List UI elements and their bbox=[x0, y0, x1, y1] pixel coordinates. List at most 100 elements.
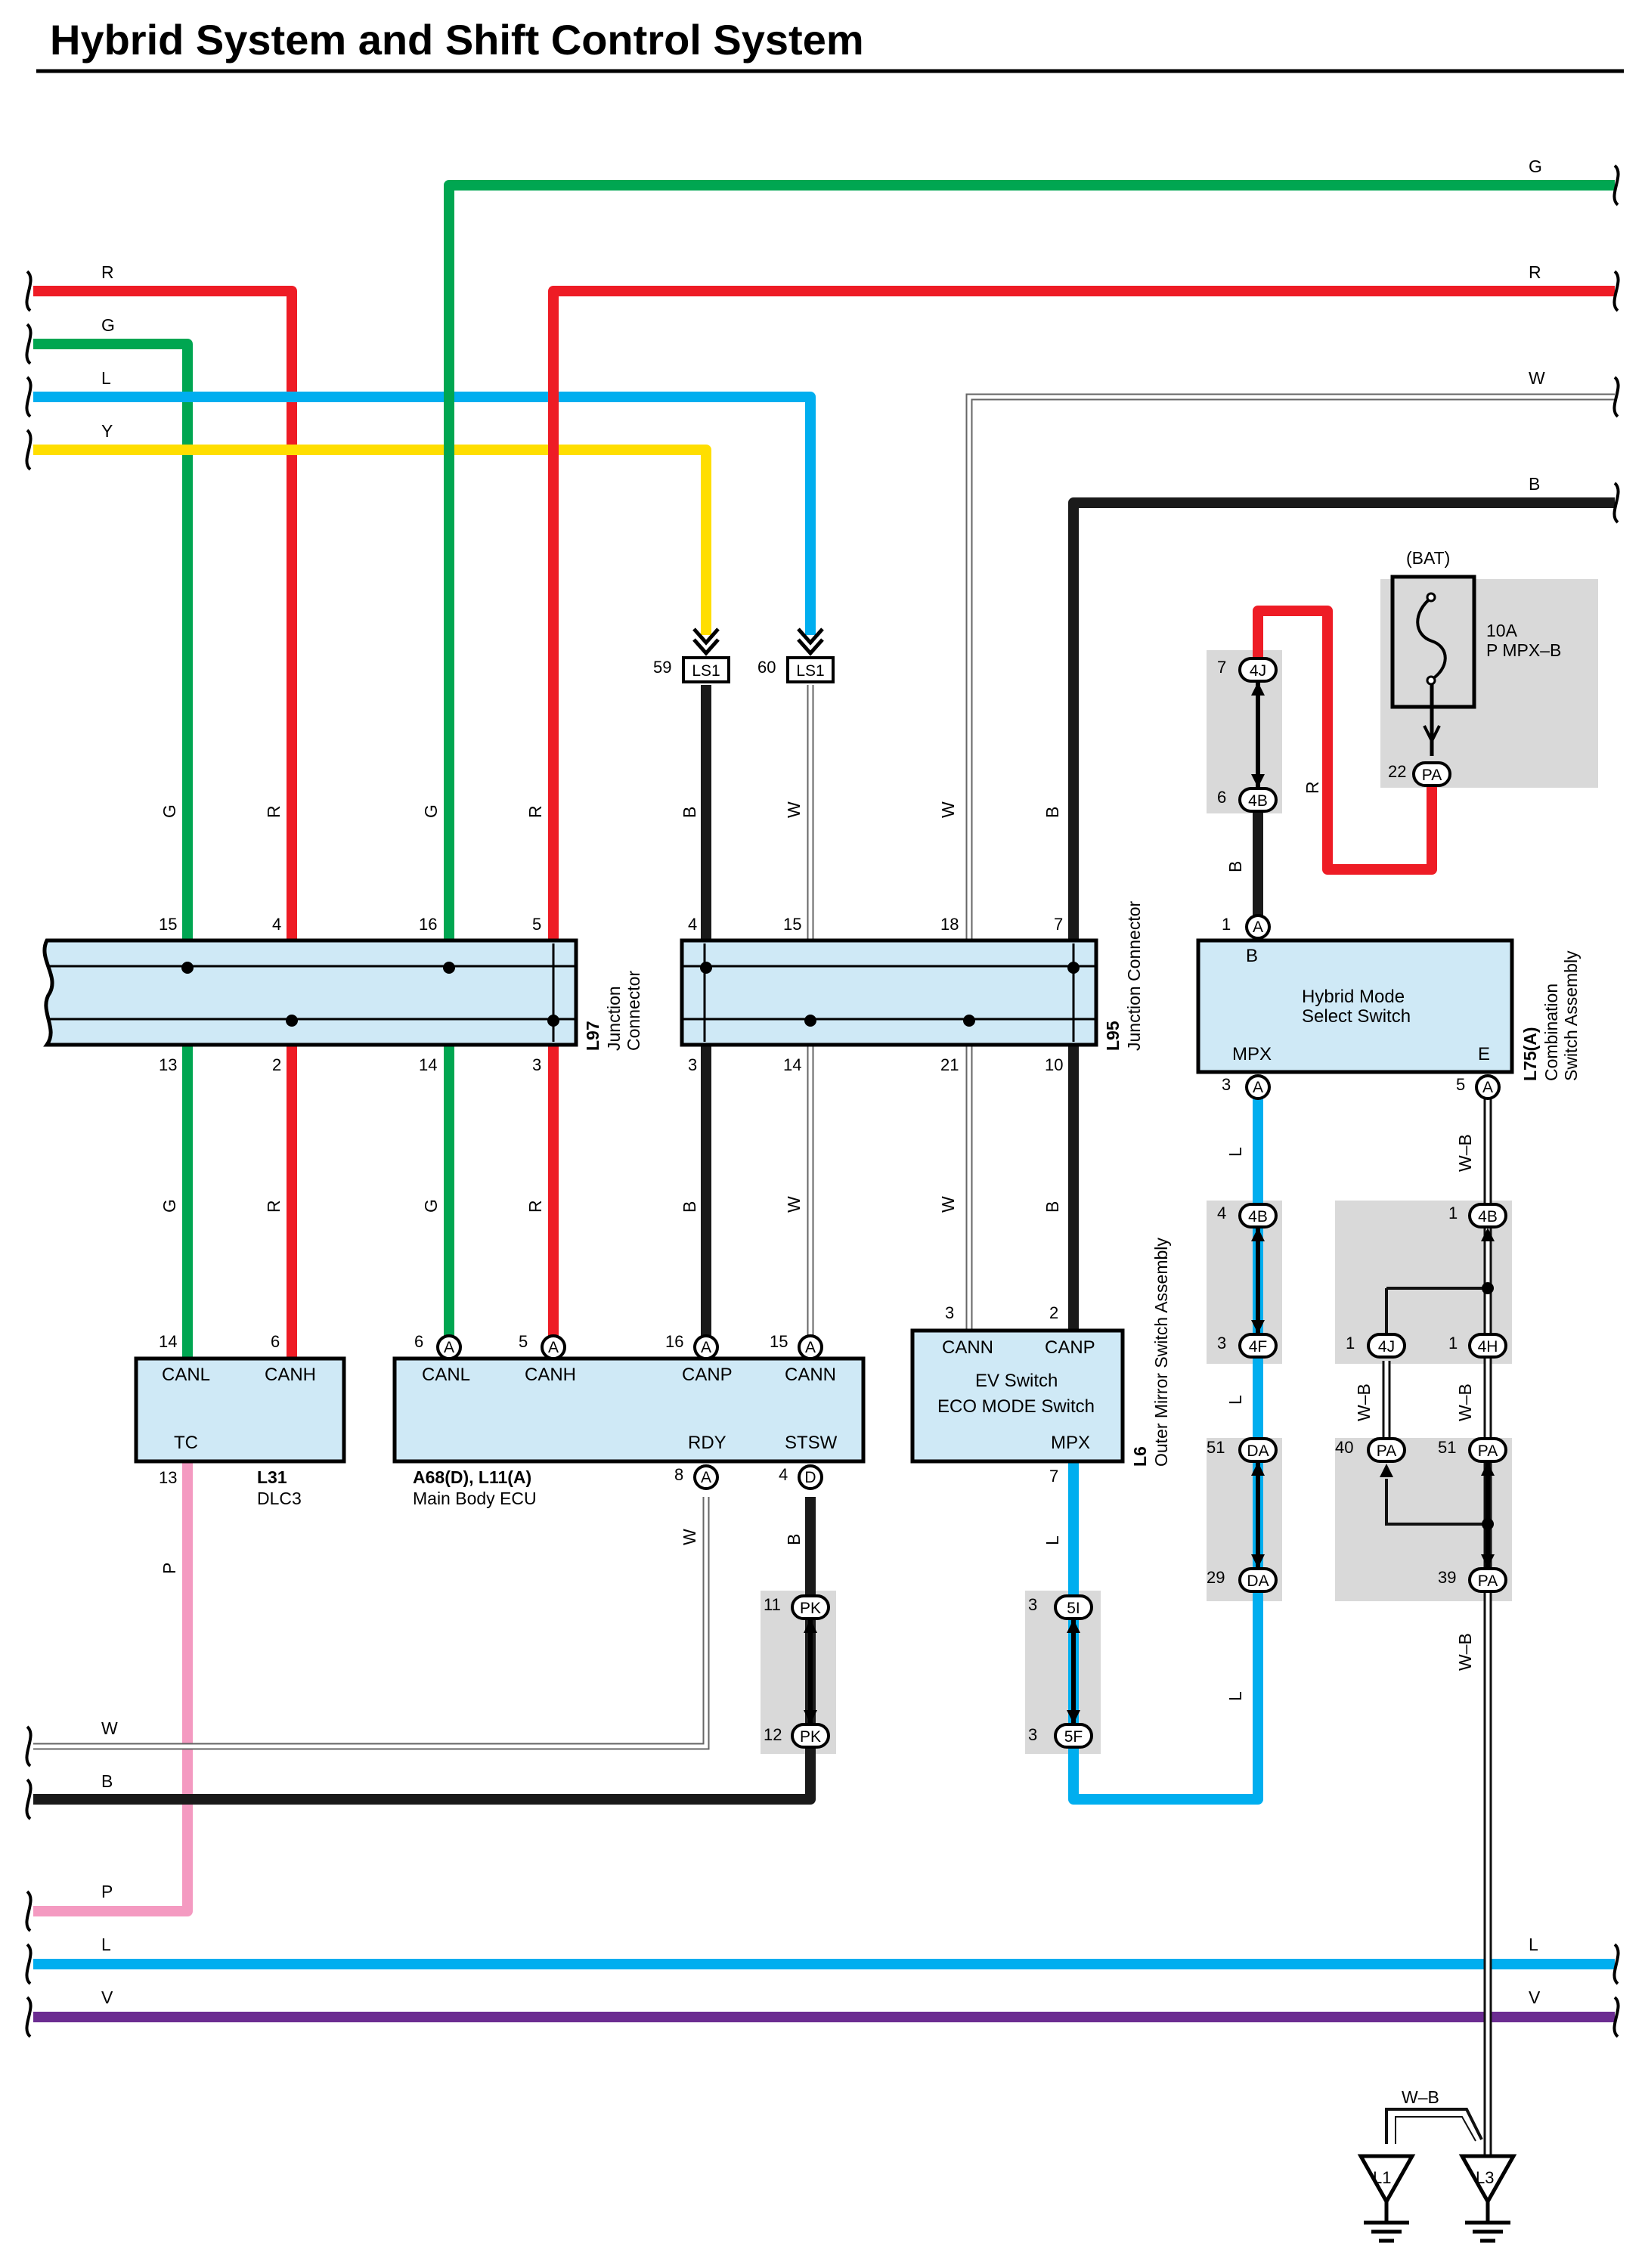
ecu-a-mark-1: A bbox=[436, 1334, 462, 1360]
mark-4b-3-text: 4B bbox=[1478, 1208, 1498, 1225]
hm-a-mark-3-shape bbox=[1475, 1074, 1501, 1100]
ecu-a-mark-5-text: A bbox=[701, 1469, 711, 1486]
wire-break-right bbox=[1612, 270, 1620, 312]
wire-label-ground-wb: W–B bbox=[1402, 2087, 1439, 2107]
wire-label-v-b4: B bbox=[1042, 1201, 1062, 1213]
mark-da-2: DA bbox=[1238, 1567, 1278, 1593]
pin-l97-16: 16 bbox=[419, 915, 437, 934]
pin-ecu-5: 5 bbox=[519, 1332, 528, 1351]
mark-4j-text: 4J bbox=[1250, 662, 1266, 680]
wire-w-rdy-outline bbox=[33, 1497, 710, 1750]
pin-j-51b: 51 bbox=[1438, 1438, 1456, 1457]
ls1-59-mark-text: LS1 bbox=[692, 662, 720, 680]
splice-dot-2 bbox=[443, 962, 455, 974]
mark-4h: 4H bbox=[1468, 1333, 1507, 1359]
wire-y-left-top bbox=[33, 445, 711, 635]
hybrid-code: L75(A) bbox=[1520, 1027, 1540, 1081]
wire-label-left-y: Y bbox=[101, 421, 113, 441]
hm-a-mark-2-text: A bbox=[1253, 1079, 1263, 1096]
wire-label-v-w5: W bbox=[680, 1529, 699, 1545]
l6-code: L6 bbox=[1130, 1446, 1150, 1467]
mark-4b-shape bbox=[1238, 787, 1278, 813]
ecu-a-mark-4-shape bbox=[798, 1334, 823, 1360]
wire-label-v-g3: G bbox=[160, 1199, 179, 1213]
mark-5i-text: 5I bbox=[1067, 1600, 1080, 1617]
wire-label-v-l-mpx: L bbox=[1225, 1147, 1245, 1157]
mark-pa-3-shape bbox=[1468, 1437, 1507, 1463]
wire-r-left-top bbox=[33, 286, 297, 940]
l6-eco-mode-switch: ECO MODE Switch bbox=[937, 1396, 1095, 1417]
mark-pa-3-text: PA bbox=[1478, 1442, 1498, 1460]
pin-ls1-59: 59 bbox=[653, 658, 671, 677]
wire-b-right-top bbox=[1068, 497, 1615, 940]
l6-desc: Outer Mirror Switch Assembly bbox=[1151, 1238, 1171, 1467]
wire-label-v-l-a: L bbox=[1225, 1395, 1245, 1405]
mark-4b-2-shape bbox=[1238, 1203, 1278, 1228]
wire-label-right-l: L bbox=[1529, 1935, 1538, 1954]
pin-ecu-16: 16 bbox=[665, 1332, 683, 1351]
wire-label-v-r2: R bbox=[525, 805, 545, 818]
pin-l95-10: 10 bbox=[1045, 1055, 1063, 1074]
wire-r-right-top bbox=[548, 286, 1615, 940]
wire-label-v-r1: R bbox=[264, 805, 283, 818]
ground-l3-label: L3 bbox=[1476, 2168, 1494, 2187]
l95-desc: Junction Connector bbox=[1124, 900, 1144, 1051]
wire-break-right bbox=[1612, 376, 1620, 418]
fuse-rating: 10A bbox=[1486, 621, 1518, 640]
mark-5f-text: 5F bbox=[1064, 1728, 1083, 1746]
wire-label-left-r: R bbox=[101, 262, 114, 282]
wire-label-right-b: B bbox=[1529, 474, 1540, 494]
wire-label-right-v: V bbox=[1529, 1988, 1541, 2007]
ecu-a-mark-2-text: A bbox=[548, 1339, 559, 1356]
ecu-d-mark-shape bbox=[798, 1464, 823, 1490]
link-4b-4f-arrow-down bbox=[1251, 1320, 1265, 1334]
mark-4b: 4B bbox=[1238, 787, 1278, 813]
link-4b-4f-arrow-up bbox=[1251, 1228, 1265, 1241]
l97-junction-connector bbox=[42, 938, 578, 1047]
link-4j-4b-arrow-up bbox=[1251, 682, 1265, 696]
wire-label-v-wb-e: W–B bbox=[1455, 1134, 1475, 1172]
mark-4h-shape bbox=[1468, 1333, 1507, 1359]
wire-label-v-l5: L bbox=[1042, 1535, 1062, 1545]
mark-pk-2: PK bbox=[791, 1723, 830, 1749]
wire-break-left bbox=[25, 323, 33, 365]
hm-a-mark-3-text: A bbox=[1482, 1079, 1493, 1096]
hm-a-mark-1: A bbox=[1245, 914, 1271, 940]
ls1-59-mark: LS1 bbox=[682, 656, 730, 683]
pin-l95-21: 21 bbox=[940, 1055, 959, 1074]
link-5i-5f-arrow-up bbox=[1067, 1619, 1080, 1633]
l97-code: L97 bbox=[583, 1021, 603, 1051]
pin-j-4: 4 bbox=[1217, 1204, 1226, 1222]
labels: R G L Y W B P L V G R W B L V G R G R B … bbox=[101, 156, 1581, 2187]
wire-label-v-b5: B bbox=[784, 1534, 804, 1545]
ecu-canh-label: CANH bbox=[525, 1365, 576, 1385]
mark-4b-text: 4B bbox=[1248, 792, 1268, 810]
ecu-d-mark-text: D bbox=[804, 1469, 816, 1486]
wire-break-left bbox=[25, 1996, 33, 2038]
wire-label-left-g: G bbox=[101, 315, 115, 335]
fuse-p-mpx-b bbox=[1390, 575, 1476, 756]
hybrid-select-switch-label: Select Switch bbox=[1302, 1006, 1411, 1027]
ecu-a-mark-3-text: A bbox=[701, 1339, 711, 1356]
pin-hm-3: 3 bbox=[1222, 1075, 1231, 1094]
ls1-60-mark-text: LS1 bbox=[796, 662, 824, 680]
wire-label-v-g2: G bbox=[421, 804, 441, 818]
mark-pa-4-shape bbox=[1468, 1567, 1507, 1593]
mark-pk-1-text: PK bbox=[800, 1600, 821, 1617]
wire-p-tc bbox=[33, 1461, 193, 1916]
mark-4j: 4J bbox=[1238, 657, 1278, 683]
pin-j-51a: 51 bbox=[1207, 1438, 1225, 1457]
mark-5i-shape bbox=[1054, 1594, 1093, 1620]
pin-ecu-8: 8 bbox=[674, 1465, 683, 1484]
ls1-59-mark-shape bbox=[682, 656, 730, 683]
wire-break-left bbox=[25, 429, 33, 471]
wire-wb-ground-l1-inner bbox=[1395, 2116, 1476, 2144]
wire-label-v-w2: W bbox=[938, 801, 958, 818]
ecu-a-mark-3: A bbox=[693, 1334, 719, 1360]
fuse-name: P MPX–B bbox=[1486, 640, 1561, 660]
wire-break-left bbox=[25, 270, 33, 312]
pin-j-7: 7 bbox=[1217, 658, 1226, 677]
splice-dot-3 bbox=[547, 1015, 559, 1027]
pin-l97-4: 4 bbox=[272, 915, 281, 934]
